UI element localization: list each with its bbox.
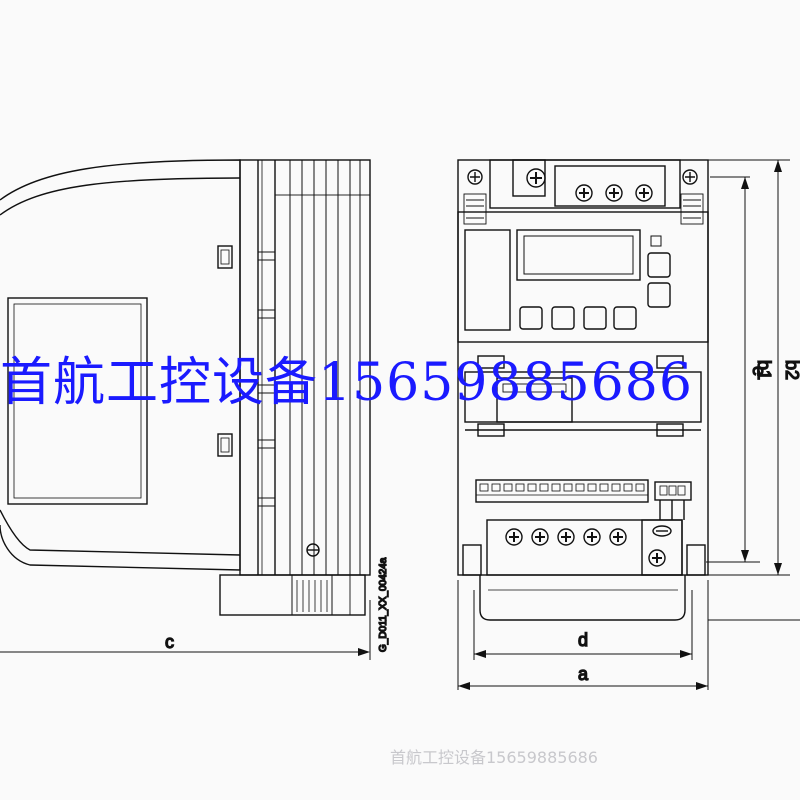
side-latch-upper-inner <box>220 249 230 265</box>
side-display-window-inner <box>13 303 142 499</box>
display-lcd <box>523 235 634 275</box>
panel-key-upper <box>647 252 671 278</box>
side-display-window <box>7 297 148 505</box>
front-top-supply-terminals <box>554 165 666 207</box>
option-module-slot <box>464 371 702 423</box>
dim-label-b2: b2 <box>782 360 800 380</box>
lower-clip-left <box>477 423 505 437</box>
mid-clip-left <box>477 355 505 369</box>
dim-label-e: e <box>749 366 769 376</box>
side-cover-outline <box>0 159 241 571</box>
terminal-screws <box>505 168 666 567</box>
dim-label-b1: b1 <box>754 360 774 380</box>
operator-panel-left-recess <box>464 229 511 331</box>
relay-pin-3 <box>677 485 686 496</box>
terminal-screw-icon <box>557 528 575 546</box>
panel-key-1 <box>519 306 543 330</box>
vent-left <box>463 193 487 225</box>
bottom-cable-cover <box>479 575 686 621</box>
motor-terminal-block <box>486 519 683 576</box>
lower-clip-right <box>656 423 684 437</box>
terminal-screw-cross <box>613 532 623 542</box>
mount-hole-top-left-icon <box>467 169 483 185</box>
bottom-foot-right <box>686 544 706 576</box>
terminal-screw-cross <box>609 188 619 198</box>
dim-a-arrow-right <box>696 682 708 690</box>
terminal-screw-cross <box>579 188 589 198</box>
terminal-screw-icon <box>635 184 653 202</box>
ground-screw-small-icon <box>652 525 672 537</box>
control-terminal-pins <box>479 483 645 492</box>
front-view <box>457 159 800 690</box>
terminal-screw-cross <box>535 532 545 542</box>
heatsink-fins <box>289 160 361 575</box>
terminal-screw-icon <box>526 168 546 188</box>
panel-key-4 <box>613 306 637 330</box>
side-view <box>0 159 371 660</box>
terminal-screw-cross <box>639 188 649 198</box>
side-latch-lower-inner <box>220 437 230 453</box>
side-cover-bottom-line <box>0 509 241 556</box>
dim-b2-arrow-top <box>774 160 782 172</box>
display-frame <box>516 229 641 281</box>
panel-key-2 <box>551 306 575 330</box>
mount-hole-top-left-cross <box>470 172 480 182</box>
vent-right <box>680 193 704 225</box>
heatsink-top-band <box>274 159 371 196</box>
dim-c-arrow <box>358 648 370 656</box>
mount-hole-top-right-cross <box>685 172 695 182</box>
option-module <box>496 377 573 423</box>
terminal-screw-icon <box>648 549 666 567</box>
front-top-terminal-area <box>489 159 681 209</box>
side-latch-upper <box>217 245 233 269</box>
bottom-foot-left <box>462 544 482 576</box>
side-cover-inner-line <box>0 177 241 216</box>
relay-pin-2 <box>668 485 677 496</box>
terminal-screw-icon <box>531 528 549 546</box>
dim-a-arrow-left <box>458 682 470 690</box>
dim-d-arrow-left <box>474 650 486 658</box>
motor-ground-block <box>641 519 683 576</box>
terminal-screw-icon <box>583 528 601 546</box>
watermark-footer-text: 首航工控设备15659885686 <box>390 748 598 767</box>
dim-e-arrow-bottom <box>741 550 749 562</box>
terminal-screw-cross <box>509 532 519 542</box>
side-bottom-plug <box>291 574 333 616</box>
dim-e-arrow-top <box>741 177 749 189</box>
panel-led-icon <box>650 235 662 247</box>
relay-terminal-block <box>654 481 692 501</box>
dim-label-d: d <box>578 630 588 650</box>
terminal-screw-icon <box>575 184 593 202</box>
option-module-label <box>502 383 567 393</box>
terminal-screw-icon <box>505 528 523 546</box>
drawing-code: G_D011_XX_00424a <box>378 557 389 652</box>
panel-key-3 <box>583 306 607 330</box>
watermark-text: 首航工控设备15659885686 <box>0 353 693 413</box>
side-body-notches <box>257 251 276 507</box>
dim-b2-arrow-bottom <box>774 563 782 575</box>
control-terminal-strip <box>475 479 649 503</box>
dim-d-arrow-right <box>680 650 692 658</box>
mount-hole-top-right-icon <box>682 169 698 185</box>
terminal-screw-icon <box>609 528 627 546</box>
terminal-screw-cross <box>561 532 571 542</box>
relay-pin-1 <box>659 485 668 496</box>
panel-key-lower <box>647 282 671 308</box>
side-latch-lower <box>217 433 233 457</box>
side-bottom-plug-ribs <box>296 580 328 612</box>
operator-panel <box>457 211 709 343</box>
terminal-screw-icon <box>605 184 623 202</box>
terminal-screw-cross <box>530 172 542 184</box>
terminal-screw-cross <box>652 553 662 563</box>
terminal-screw-cross <box>587 532 597 542</box>
dim-label-a: a <box>578 664 589 684</box>
mid-clip-right <box>656 355 684 369</box>
dim-label-c: c <box>165 632 174 652</box>
